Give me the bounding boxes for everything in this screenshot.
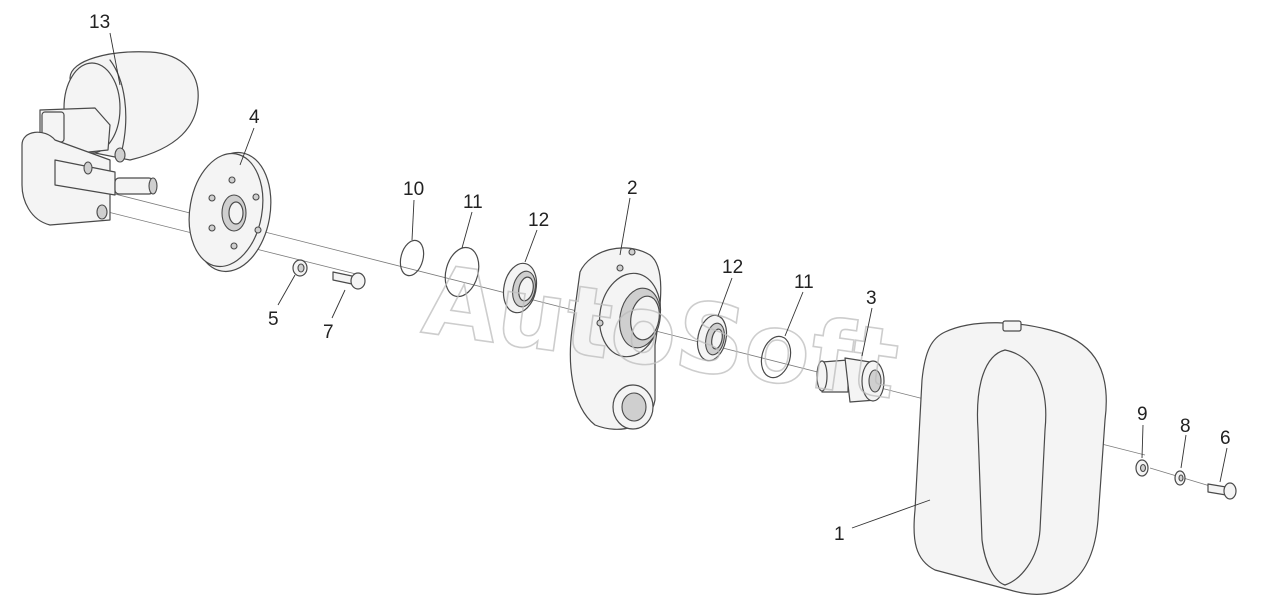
bearing-part-12-left bbox=[502, 262, 538, 314]
callout-10: 10 bbox=[403, 179, 424, 200]
callout-4: 4 bbox=[249, 107, 260, 128]
spring-washer-part-8 bbox=[1174, 470, 1186, 486]
callout-labels: 13 4 5 7 10 11 12 2 12 11 3 1 9 8 6 bbox=[89, 12, 1231, 545]
callout-11-right: 11 bbox=[794, 272, 814, 293]
callout-2: 2 bbox=[627, 178, 638, 199]
callout-1: 1 bbox=[834, 524, 845, 545]
bolt-part-7 bbox=[332, 271, 366, 290]
watermark-text: AutoSoft bbox=[417, 244, 905, 421]
motor-part-13 bbox=[21, 51, 199, 226]
pulley-part-3 bbox=[816, 357, 885, 403]
callout-13: 13 bbox=[89, 12, 110, 33]
leader-lines bbox=[109, 32, 1228, 529]
belt-part-1 bbox=[913, 320, 1107, 595]
circlip-part-10 bbox=[399, 239, 425, 277]
callout-8: 8 bbox=[1180, 416, 1191, 437]
bolt-part-6 bbox=[1207, 482, 1237, 500]
callout-3: 3 bbox=[866, 288, 877, 309]
callout-12-right: 12 bbox=[722, 257, 743, 278]
ring-part-11-right bbox=[760, 335, 792, 379]
callout-5: 5 bbox=[268, 309, 279, 330]
callout-12-left: 12 bbox=[528, 210, 549, 231]
bracket-part-2 bbox=[569, 247, 662, 430]
callout-9: 9 bbox=[1137, 404, 1148, 425]
callout-6: 6 bbox=[1220, 428, 1231, 449]
flange-part-4 bbox=[188, 151, 272, 273]
bearing-part-12-right bbox=[696, 314, 728, 362]
ring-part-11-left bbox=[444, 246, 480, 298]
callout-7: 7 bbox=[323, 322, 334, 343]
callout-11-left: 11 bbox=[463, 192, 483, 213]
nut-part-5 bbox=[292, 259, 308, 277]
washer-part-9 bbox=[1135, 459, 1149, 477]
